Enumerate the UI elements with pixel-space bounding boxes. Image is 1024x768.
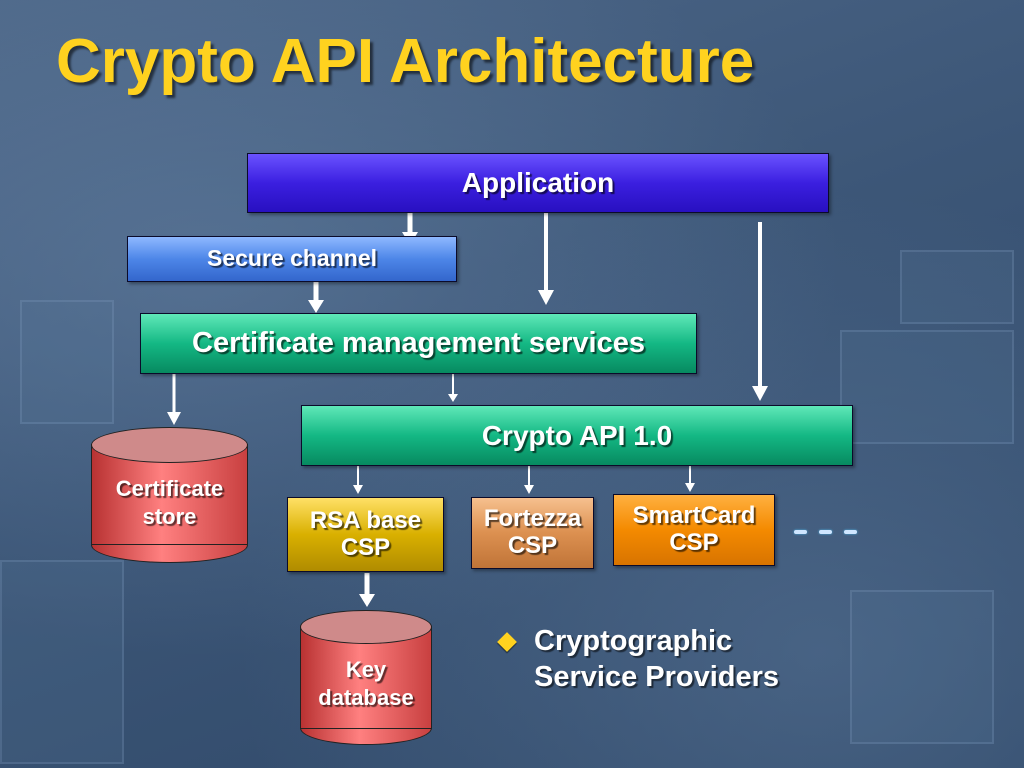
more-providers-ellipsis [794,530,857,534]
certificate-store-cylinder: Certificate store [91,427,248,563]
fortezza-csp-label-line2: CSP [507,532,558,559]
bullet-point: Cryptographic Service Providers [497,623,779,695]
fortezza-csp-box: Fortezza CSP [471,497,594,569]
crypto-api-label: Crypto API 1.0 [481,419,673,451]
crypto-api-box: Crypto API 1.0 [301,405,853,466]
slide-title: Crypto API Architecture [56,27,755,96]
background-tile [840,330,1014,444]
ellipsis-dash [819,530,832,534]
certificate-services-label: Certificate management services [192,327,645,360]
cylinder-top [91,427,248,463]
arrowhead [353,485,363,494]
certificate-store-label-line2: store [142,503,197,529]
secure-channel-box: Secure channel [127,236,457,282]
arrowhead [359,594,375,607]
smartcard-csp-label-line2: CSP [669,529,719,556]
key-database-cylinder: Key database [300,610,432,745]
certificate-store-label-line1: Certificate [115,476,224,501]
smartcard-csp-label-line1: SmartCard [632,502,756,530]
smartcard-csp-box: SmartCard CSP [613,494,775,566]
key-database-label: Key database [300,656,432,711]
arrowhead [308,300,324,313]
secure-channel-label: Secure channel [206,245,378,272]
background-tile [900,250,1014,324]
background-tile [850,590,994,744]
background-tile [20,300,114,424]
arrowhead [685,483,695,492]
rsa-csp-box: RSA base CSP [287,497,444,572]
arrowhead [448,394,458,402]
key-database-label-line2: database [318,684,414,710]
arrowhead [524,485,534,494]
certificate-services-box: Certificate management services [140,313,697,374]
arrowhead [752,386,768,401]
ellipsis-dash [794,530,807,534]
arrowhead [167,412,181,425]
ellipsis-dash [844,530,857,534]
diamond-bullet-icon [497,632,517,652]
background-tile [0,560,124,764]
application-box: Application [247,153,829,213]
rsa-csp-label-line2: CSP [340,533,391,561]
bullet-text-line2: Service Providers [534,661,780,693]
key-database-label-line1: Key [345,657,387,682]
rsa-csp-label-line1: RSA base [309,506,422,534]
application-label: Application [461,167,615,199]
cylinder-top [300,610,432,644]
certificate-store-label: Certificate store [91,475,248,530]
bullet-text: Cryptographic Service Providers [534,623,779,695]
arrowhead [538,290,554,305]
cylinder-body [300,626,432,729]
bullet-text-line1: Cryptographic [534,625,733,657]
fortezza-csp-label-line1: Fortezza [483,505,582,533]
